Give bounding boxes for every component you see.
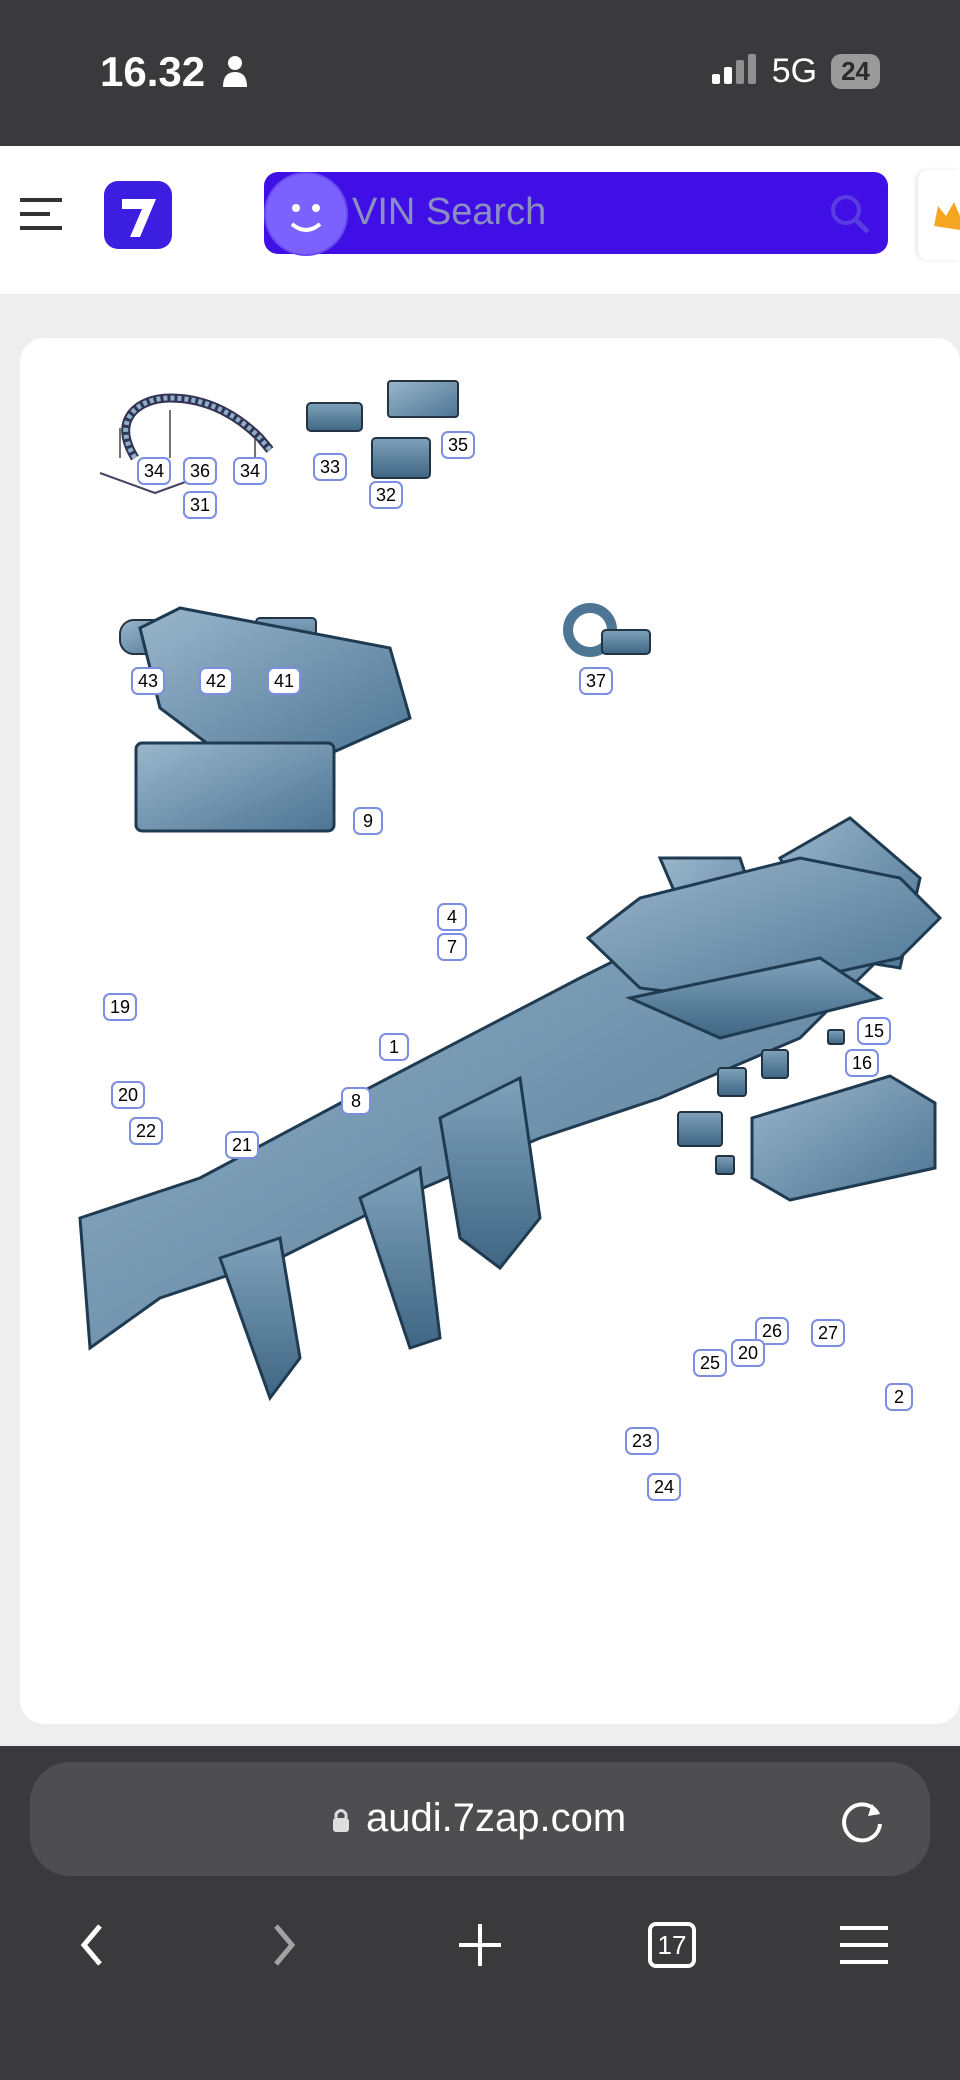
callout-1: 1 — [379, 1033, 409, 1061]
svg-text:41: 41 — [274, 671, 294, 691]
svg-text:24: 24 — [654, 1477, 674, 1497]
status-time: 16.32 — [100, 48, 206, 95]
chevron-left-icon[interactable] — [78, 1918, 106, 1972]
callout-8: 8 — [341, 1087, 371, 1115]
callout-20-right: 20 — [731, 1339, 765, 1367]
person-icon — [222, 54, 248, 93]
status-indicators: 5G 24 — [711, 52, 880, 91]
svg-text:23: 23 — [632, 1431, 652, 1451]
callout-23: 23 — [625, 1427, 659, 1455]
vin-search-input[interactable] — [264, 172, 888, 254]
search-icon[interactable] — [828, 192, 872, 236]
callout-27: 27 — [811, 1319, 845, 1347]
callout-19: 19 — [103, 993, 137, 1021]
part-37-ring — [563, 603, 651, 657]
svg-text:34: 34 — [240, 461, 260, 481]
address-bar[interactable] — [30, 1762, 930, 1876]
callout-43: 43 — [131, 667, 165, 695]
callout-26: 26 — [755, 1317, 789, 1345]
callout-31: 31 — [183, 491, 217, 519]
callouts: 34 36 34 31 33 32 35 43 42 41 37 9 4 7 1… — [103, 431, 913, 1501]
callout-9: 9 — [353, 807, 383, 835]
parts-diagram[interactable]: 34 36 34 31 33 32 35 43 42 41 37 9 4 7 1… — [20, 338, 960, 1724]
svg-text:42: 42 — [206, 671, 226, 691]
plus-icon[interactable] — [454, 1918, 506, 1972]
callout-25: 25 — [693, 1349, 727, 1377]
reload-icon[interactable] — [836, 1794, 888, 1846]
callout-7: 7 — [437, 933, 467, 961]
callout-15: 15 — [857, 1017, 891, 1045]
svg-text:16: 16 — [852, 1053, 872, 1073]
status-bar: 16.32 5G 24 — [0, 0, 960, 146]
part-bracket-32 — [371, 437, 431, 479]
callout-42: 42 — [199, 667, 233, 695]
part-connector-35 — [387, 380, 459, 418]
vin-search-placeholder: VIN Search — [352, 191, 547, 233]
part-glovebox — [585, 856, 943, 1040]
callout-36: 36 — [183, 457, 217, 485]
svg-text:19: 19 — [110, 997, 130, 1017]
callout-24: 24 — [647, 1473, 681, 1501]
svg-text:33: 33 — [320, 457, 340, 477]
7zap-logo-icon[interactable] — [104, 181, 172, 249]
part-relays — [677, 1029, 937, 1202]
callout-22: 22 — [129, 1117, 163, 1145]
network-type: 5G — [771, 52, 818, 90]
vin-mascot-icon — [264, 172, 348, 256]
svg-text:35: 35 — [448, 435, 468, 455]
svg-text:1: 1 — [389, 1037, 399, 1057]
chevron-right-icon[interactable] — [270, 1918, 298, 1972]
tabs-count: 17 — [657, 1930, 687, 1960]
callout-4: 4 — [437, 903, 467, 931]
svg-text:22: 22 — [136, 1121, 156, 1141]
svg-text:4: 4 — [447, 907, 457, 927]
svg-text:8: 8 — [351, 1091, 361, 1111]
svg-text:26: 26 — [762, 1321, 782, 1341]
callout-2: 2 — [885, 1383, 913, 1411]
callout-20-left: 20 — [111, 1081, 145, 1109]
svg-text:36: 36 — [190, 461, 210, 481]
svg-text:31: 31 — [190, 495, 210, 515]
battery-indicator: 24 — [831, 54, 880, 89]
callout-34-right: 34 — [233, 457, 267, 485]
lock-icon — [332, 1806, 350, 1834]
svg-text:20: 20 — [118, 1085, 138, 1105]
callout-32: 32 — [369, 481, 403, 509]
callout-16: 16 — [845, 1049, 879, 1077]
hamburger-icon[interactable] — [20, 196, 62, 232]
callout-35: 35 — [441, 431, 475, 459]
svg-text:20: 20 — [738, 1343, 758, 1363]
svg-text:9: 9 — [363, 811, 373, 831]
svg-text:21: 21 — [232, 1135, 252, 1155]
signal-icon — [711, 54, 758, 89]
crown-icon[interactable] — [918, 170, 960, 260]
url-text[interactable]: audi.7zap.com — [366, 1796, 627, 1840]
svg-text:34: 34 — [144, 461, 164, 481]
svg-text:7: 7 — [447, 937, 457, 957]
callout-33: 33 — [313, 453, 347, 481]
svg-text:32: 32 — [376, 485, 396, 505]
svg-text:37: 37 — [586, 671, 606, 691]
parts-diagram-card: 34 36 34 31 33 32 35 43 42 41 37 9 4 7 1… — [20, 338, 960, 1724]
callout-21: 21 — [225, 1131, 259, 1159]
svg-text:2: 2 — [894, 1387, 904, 1407]
tabs-icon[interactable] — [646, 1918, 698, 1972]
menu-icon[interactable] — [838, 1918, 890, 1972]
callout-34-left: 34 — [137, 457, 171, 485]
part-cable-harness — [119, 393, 274, 461]
svg-text:27: 27 — [818, 1323, 838, 1343]
svg-text:43: 43 — [138, 671, 158, 691]
part-connector-33 — [306, 402, 363, 432]
part-module-bracket — [134, 606, 412, 833]
svg-text:25: 25 — [700, 1353, 720, 1373]
callout-41: 41 — [267, 667, 301, 695]
svg-text:15: 15 — [864, 1021, 884, 1041]
callout-37: 37 — [579, 667, 613, 695]
